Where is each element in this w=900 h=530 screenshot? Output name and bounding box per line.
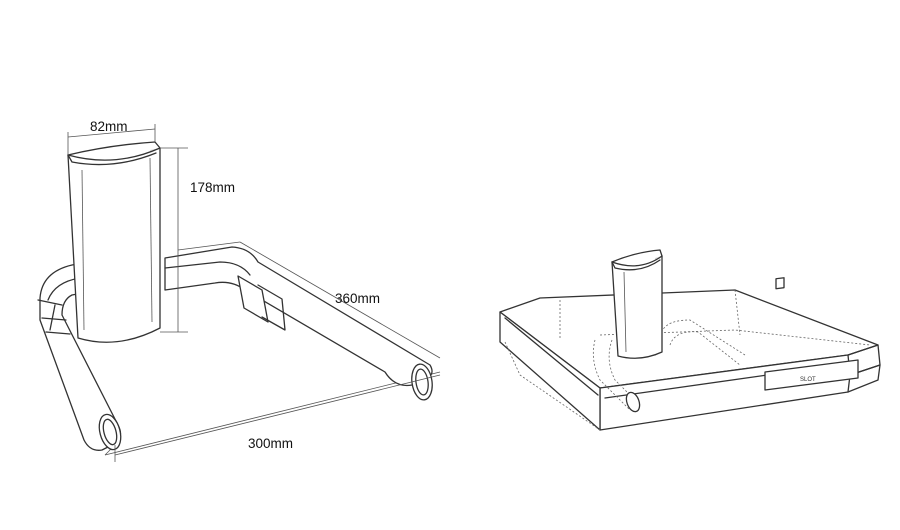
left-front-tube (37, 261, 122, 451)
tube-end (625, 391, 641, 413)
device-slot-label: SLOT (800, 377, 816, 383)
width-dimension-label: 82mm (90, 119, 128, 134)
bracket-dimension-view: 82mm 178mm 360mm 300mm (37, 119, 441, 462)
device-column (611, 249, 663, 359)
vertical-column (67, 141, 161, 343)
device-display: SLOT (764, 277, 859, 391)
dimension-width: 82mm (67, 119, 156, 155)
front-right-tube-end (411, 363, 433, 401)
base-dimension-label: 300mm (248, 436, 293, 451)
dimension-height: 178mm (160, 147, 235, 333)
floor-line-front (104, 371, 441, 456)
rear-tube (164, 246, 433, 387)
bracket-with-device-view: SLOT (499, 249, 881, 431)
dimension-depth: 360mm (177, 241, 441, 359)
dimension-base: 300mm (114, 374, 441, 462)
depth-dimension-label: 360mm (335, 291, 380, 306)
height-dimension-label: 178mm (190, 180, 235, 195)
